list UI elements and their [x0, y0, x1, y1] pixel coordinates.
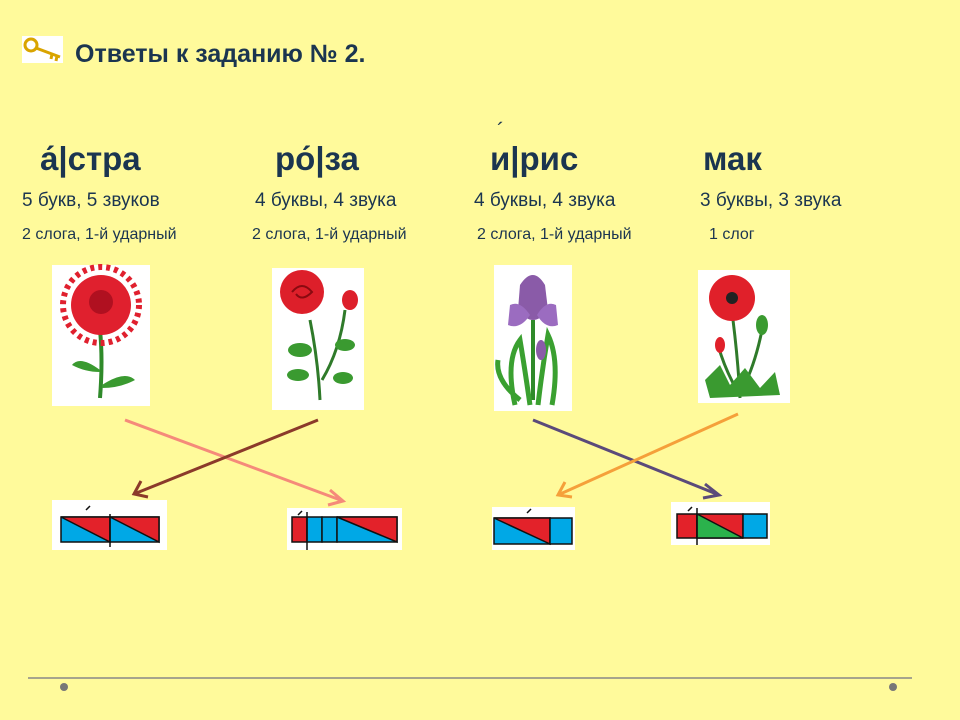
scheme-3 [492, 507, 575, 550]
scheme-4 [671, 502, 770, 545]
letters-aster: 5 букв, 5 звуков [22, 190, 160, 211]
arrow-aster [124, 418, 347, 507]
arrow-rose [131, 418, 319, 499]
arrow-poppy [555, 412, 739, 499]
iris-picture [494, 265, 572, 411]
word-iris: и|рис [490, 140, 579, 177]
letters-rose: 4 буквы, 4 звука [255, 190, 397, 211]
syllables-iris: 2 слога, 1-й ударный [477, 226, 632, 243]
aster-picture [52, 264, 150, 406]
arrow-iris [532, 418, 723, 500]
stress-mark: ´ [497, 118, 504, 143]
letters-poppy: 3 буквы, 3 звука [700, 190, 842, 211]
matching-arrows [124, 412, 739, 507]
scheme-1 [52, 500, 167, 550]
word-rose: ро́|за [275, 140, 359, 177]
word-aster: а́|стра [40, 140, 141, 177]
syllables-rose: 2 слога, 1-й ударный [252, 226, 407, 243]
rose-picture [272, 268, 364, 410]
letters-iris: 4 буквы, 4 звука [474, 190, 616, 211]
footer-rule [28, 677, 912, 691]
scheme-2 [287, 508, 402, 550]
syllables-poppy: 1 слог [709, 226, 755, 243]
poppy-picture [698, 270, 790, 403]
slide-title: Ответы к заданию № 2. [75, 40, 366, 68]
word-poppy: мак [703, 140, 762, 177]
syllables-aster: 2 слога, 1-й ударный [22, 226, 177, 243]
key-icon [22, 36, 63, 63]
